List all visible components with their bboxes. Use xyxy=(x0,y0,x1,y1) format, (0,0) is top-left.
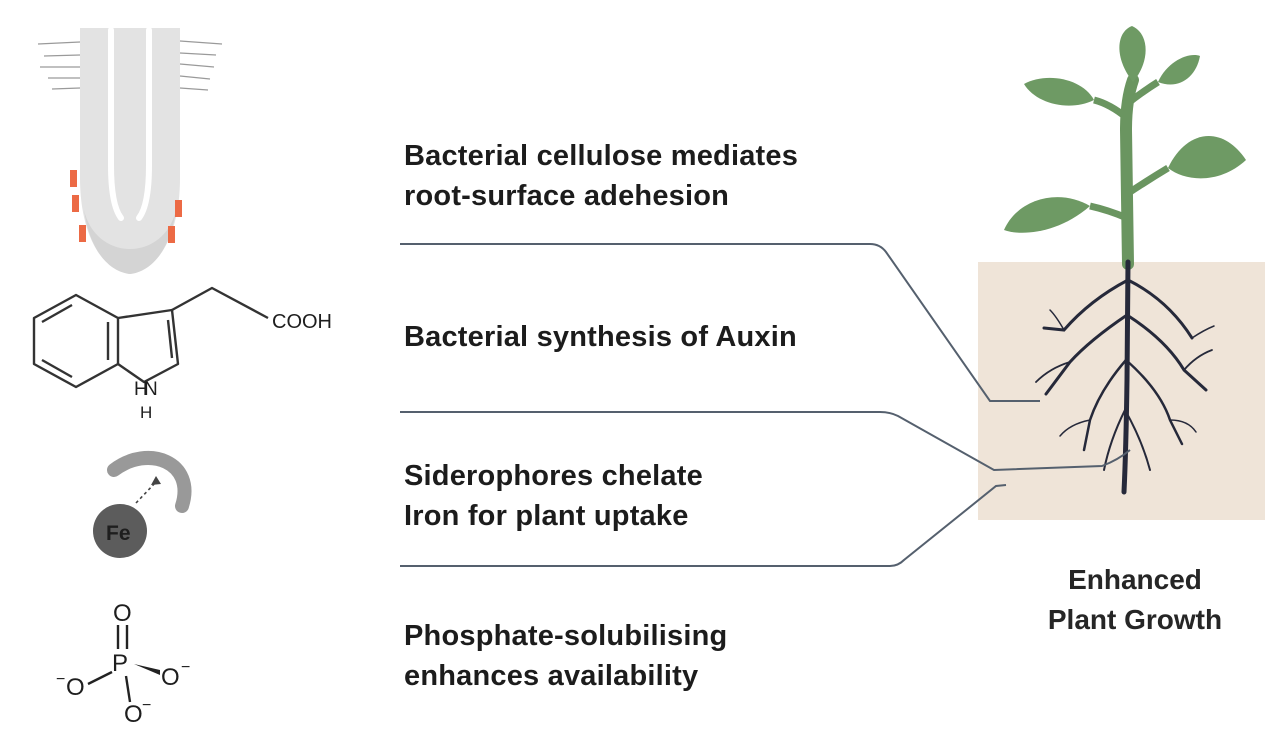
root-tip-cap xyxy=(84,210,176,274)
pyrrole-ring xyxy=(117,308,180,384)
phosphate-o-right-charge: − xyxy=(181,659,190,676)
phosphate-p-label: P xyxy=(112,650,128,677)
outcome-label: Enhanced Plant Growth xyxy=(1000,560,1270,640)
iron-symbol-label: Fe xyxy=(106,522,131,545)
root-system xyxy=(1035,259,1215,495)
connector-cellulose xyxy=(400,243,1040,402)
outcome-line2: Plant Growth xyxy=(1047,604,1223,635)
branch-left-upper xyxy=(1093,96,1130,121)
phosphate-o-top-label: O xyxy=(113,600,132,627)
caption-phosphate-line2: enhances availability xyxy=(404,660,699,692)
caption-siderophore-line1: Siderophores chelate xyxy=(404,460,703,492)
phosphate-structure xyxy=(87,625,132,703)
benzene-ring xyxy=(32,293,120,389)
root-tip-body xyxy=(80,28,180,274)
auxin-h-bottom-label: H xyxy=(140,403,152,422)
chelation-arrow xyxy=(135,481,157,504)
root-hairs xyxy=(37,40,223,91)
caption-phosphate: Phosphate-solubilising enhances availabi… xyxy=(404,616,727,696)
branch-left-lower xyxy=(1089,202,1129,222)
phosphate-o-left-label: O xyxy=(66,674,85,701)
auxin-cooh-label: COOH xyxy=(272,311,332,333)
leaf-left-upper xyxy=(1024,77,1094,106)
branch-right-upper xyxy=(1124,79,1160,107)
caption-siderophore: Siderophores chelate Iron for plant upta… xyxy=(404,456,703,536)
caption-siderophore-line2: Iron for plant uptake xyxy=(404,500,689,532)
leaf-right-upper xyxy=(1158,55,1200,85)
connector-lines xyxy=(400,243,1131,567)
auxin-h-top-label: H xyxy=(134,379,148,400)
acetic-chain xyxy=(171,286,269,320)
phosphate-o-bottom-label: O xyxy=(124,701,143,728)
auxin-nitrogen-label: N xyxy=(144,379,158,400)
caption-cellulose: Bacterial cellulose mediates root-surfac… xyxy=(404,136,798,216)
caption-auxin-line1: Bacterial synthesis of Auxin xyxy=(404,321,797,353)
auxin-structure xyxy=(32,286,269,389)
caption-cellulose-line2: root-surface adehesion xyxy=(404,180,730,212)
chelation-arrowhead xyxy=(151,476,161,485)
root-tip-vascular-right xyxy=(136,27,152,221)
leaf-top xyxy=(1119,26,1146,82)
siderophore-illustration xyxy=(93,451,192,558)
phosphate-o-bottom-charge: − xyxy=(142,697,151,714)
root-tip-vascular-left xyxy=(108,27,124,221)
leaves xyxy=(1004,26,1246,233)
caption-auxin: Bacterial synthesis of Auxin xyxy=(404,317,797,357)
phosphate-wedge-bond xyxy=(134,664,160,675)
caption-cellulose-line1: Bacterial cellulose mediates xyxy=(404,140,799,172)
branch-right-lower xyxy=(1125,164,1170,197)
outcome-line1: Enhanced xyxy=(1068,564,1202,595)
siderophore-arc xyxy=(107,451,192,513)
connector-siderophore xyxy=(400,484,1007,567)
caption-phosphate-line1: Phosphate-solubilising xyxy=(404,620,728,652)
iron-ball xyxy=(93,504,147,558)
leaf-right-lower xyxy=(1168,136,1246,179)
root-tip-illustration xyxy=(37,27,223,274)
plant-stem xyxy=(1119,74,1139,270)
connector-auxin xyxy=(400,411,1131,472)
adhesion-marks xyxy=(70,170,182,243)
phosphate-o-right-label: O xyxy=(161,664,180,691)
phosphate-o-left-charge: − xyxy=(56,671,65,688)
leaf-left-lower xyxy=(1004,197,1090,233)
soil-region xyxy=(978,262,1265,520)
plant-illustration xyxy=(1004,26,1246,495)
